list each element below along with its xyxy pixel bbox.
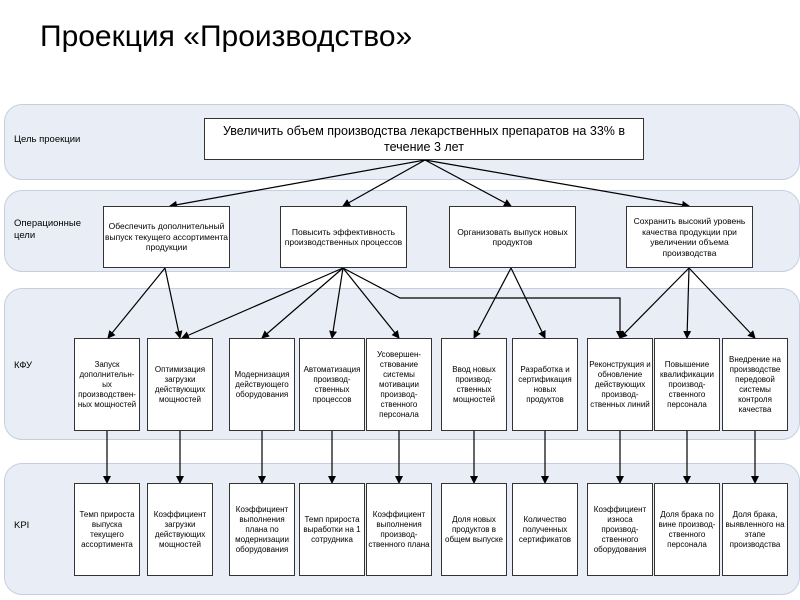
kfu-box-2: Оптимизация загрузки действующих мощност… <box>147 338 213 431</box>
level-label-op: Операционные цели <box>14 218 82 241</box>
kfu-box-8: Реконструкция и обновление действующих п… <box>587 338 653 431</box>
kfu-box-5: Усовершен-ствование системы мотивации пр… <box>366 338 432 431</box>
kfu-box-1: Запуск дополнительн-ых производствен-ных… <box>74 338 140 431</box>
op-goal-4: Сохранить высокий уровень качества проду… <box>626 206 753 268</box>
kfu-box-10: Внедрение на производстве передовой сист… <box>722 338 788 431</box>
kfu-box-7: Разработка и сертификация новых продукто… <box>512 338 578 431</box>
goal-box: Увеличить объем производства лекарственн… <box>204 118 644 160</box>
kfu-box-3: Модернизация действующего оборудования <box>229 338 295 431</box>
kpi-box-9: Доля брака по вине производ-ственного пе… <box>654 483 720 576</box>
kpi-box-1: Темп прироста выпуска текущего ассортиме… <box>74 483 140 576</box>
kpi-box-5: Коэффициент выполнения производ-ственног… <box>366 483 432 576</box>
kpi-box-6: Доля новых продуктов в общем выпуске <box>441 483 507 576</box>
kfu-box-4: Автоматизация производ-ственных процессо… <box>299 338 365 431</box>
kfu-box-6: Ввод новых производ-ственных мощностей <box>441 338 507 431</box>
kfu-box-9: Повышение квалификации производ-ственног… <box>654 338 720 431</box>
level-label-kfu: КФУ <box>14 360 33 371</box>
kpi-box-2: Коэффициент загрузки действующих мощност… <box>147 483 213 576</box>
kpi-box-10: Доля брака, выявленного на этапе произво… <box>722 483 788 576</box>
kpi-box-7: Количество полученных сертификатов <box>512 483 578 576</box>
kpi-box-3: Коэффициент выполнения плана по модерниз… <box>229 483 295 576</box>
page-title: Проекция «Производство» <box>40 20 413 53</box>
kpi-box-8: Коэффициент износа производ-ственного об… <box>587 483 653 576</box>
op-goal-3: Организовать выпуск новых продуктов <box>449 206 576 268</box>
op-goal-1: Обеспечить дополнительный выпуск текущег… <box>103 206 230 268</box>
kpi-box-4: Темп прироста выработки на 1 сотрудника <box>299 483 365 576</box>
level-label-kpi: KPI <box>14 520 30 531</box>
op-goal-2: Повысить эффективность производственных … <box>280 206 407 268</box>
level-label-goal: Цель проекции <box>14 134 81 145</box>
